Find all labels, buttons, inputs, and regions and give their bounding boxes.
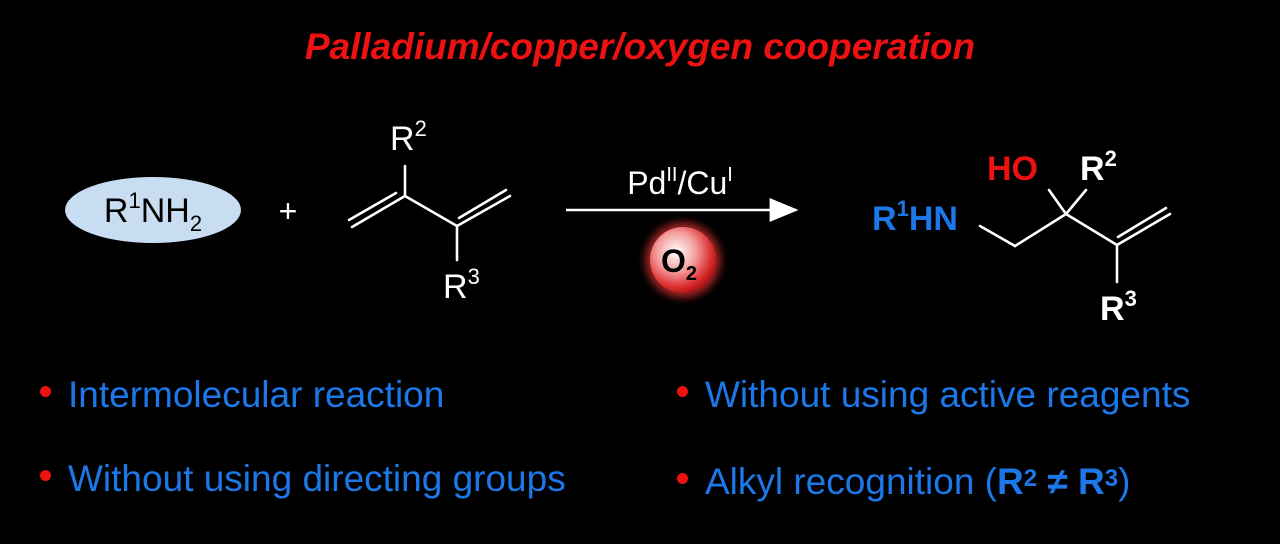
- product-ho: HO: [987, 150, 1038, 188]
- diene-r3: R: [443, 268, 468, 306]
- product-r3-sup: 3: [1125, 286, 1137, 311]
- bullet-dot: [40, 385, 51, 397]
- amine-reactant: R1NH2: [65, 177, 241, 243]
- catalyst-cu-ox: I: [727, 164, 733, 186]
- bullet-text: Intermolecular reaction: [68, 374, 445, 415]
- bullet-no-directing-groups: Without using directing groups: [40, 458, 566, 500]
- svg-text:R3: R3: [1100, 286, 1137, 328]
- svg-text:O2: O2: [661, 243, 697, 285]
- bullet-intermolecular: Intermolecular reaction: [40, 374, 444, 416]
- plus-sign: +: [279, 193, 298, 229]
- title: Palladium/copper/oxygen cooperation: [304, 26, 976, 67]
- catalyst-pd-ox: II: [666, 164, 677, 186]
- catalyst-pd: Pd: [627, 165, 666, 201]
- alkyl-suffix: ): [1118, 461, 1131, 502]
- alkyl-r2-sup: 2: [1023, 465, 1038, 492]
- catalyst-cu: /Cu: [677, 165, 727, 201]
- bullet-text: Without using active reagents: [705, 374, 1191, 415]
- svg-text:R3: R3: [443, 264, 480, 306]
- svg-text:PdII/CuI: PdII/CuI: [627, 164, 733, 201]
- product-amine-sup: 1: [897, 196, 909, 221]
- bullet-dot: [40, 469, 51, 481]
- product-r3: R: [1100, 290, 1125, 328]
- alkyl-r3: R: [1077, 461, 1105, 502]
- oxygen-o: O: [661, 243, 686, 279]
- product-r2-sup: 2: [1105, 146, 1117, 171]
- bullet-text: Alkyl recognition (: [705, 461, 998, 502]
- svg-text:R2: R2: [1080, 146, 1117, 188]
- amine-sub: 2: [190, 211, 202, 236]
- product-amine-hn: HN: [909, 200, 958, 238]
- alkyl-r2: R: [997, 461, 1024, 502]
- product-structure: [978, 188, 1172, 284]
- amine-r-sup: 1: [128, 188, 140, 213]
- amine-nh: NH: [141, 192, 190, 230]
- bullet-text: Without using directing groups: [68, 458, 566, 499]
- svg-text:R1NH2: R1NH2: [104, 188, 202, 236]
- diene-r3-sup: 3: [468, 264, 480, 289]
- diene-r2-sup: 2: [415, 116, 427, 141]
- oxygen-sphere: O2: [645, 222, 721, 298]
- alkyl-neq: ≠: [1037, 461, 1078, 502]
- amine-oval: [65, 177, 241, 243]
- bullet-alkyl-recognition: Alkyl recognition (R2 ≠ R3): [677, 461, 1130, 503]
- oxygen-sub: 2: [686, 263, 697, 285]
- bullet-no-active-reagents: Without using active reagents: [677, 374, 1190, 416]
- product-amine-r: R: [872, 200, 897, 238]
- bullet-dot: [677, 385, 688, 397]
- amine-r: R: [104, 192, 129, 230]
- alkyl-r3-sup: 3: [1104, 465, 1119, 492]
- product-r2: R: [1080, 150, 1105, 188]
- svg-text:R1HN: R1HN: [872, 196, 958, 238]
- diene-r2: R: [390, 120, 415, 158]
- bullet-dot: [677, 472, 688, 484]
- diene-structure: [347, 164, 512, 262]
- svg-text:R2: R2: [390, 116, 427, 158]
